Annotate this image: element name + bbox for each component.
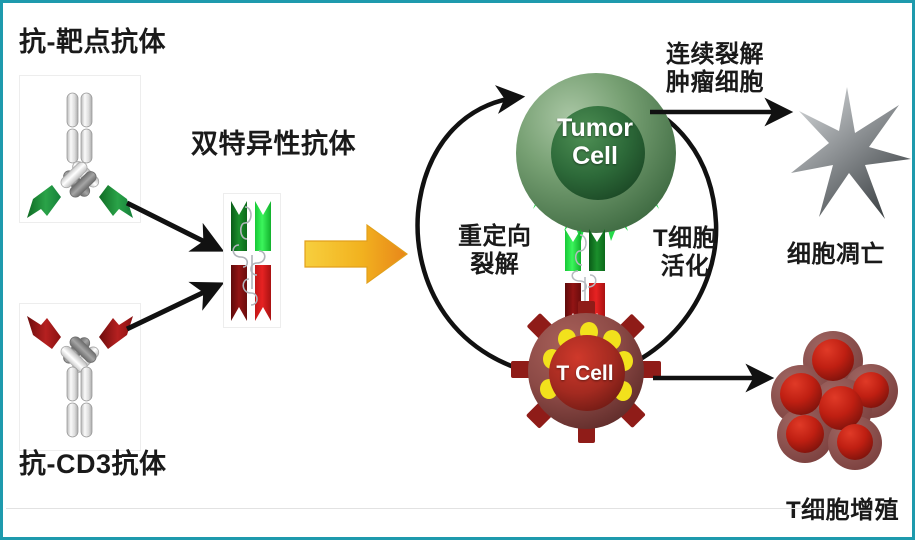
arrow-target-to-bispecific bbox=[125, 200, 225, 252]
tumor-nucleus bbox=[551, 106, 645, 200]
proliferating-cell-nuclei bbox=[780, 339, 889, 460]
antibody-cd3-binding-tips bbox=[27, 316, 133, 349]
tcell-activation-label: T细胞 活化 bbox=[653, 225, 718, 281]
bound-bispecific-antibody bbox=[565, 229, 605, 325]
t-cell-proliferation-label: T细胞增殖 bbox=[786, 497, 900, 524]
apoptotic-cell bbox=[791, 87, 911, 219]
antibody-fc-stem bbox=[66, 366, 93, 438]
bound-green-arm bbox=[565, 229, 605, 271]
antibody-target-binding-tips bbox=[27, 185, 133, 218]
redirected-lysis-label: 重定向 裂解 bbox=[458, 223, 532, 279]
bispecific-linker bbox=[232, 206, 266, 306]
anti-target-antibody bbox=[27, 92, 133, 218]
arrow-to-proliferation bbox=[653, 363, 775, 393]
bispecific-red-arm bbox=[231, 265, 271, 321]
anti-cd3-antibody-label: 抗-CD3抗体 bbox=[19, 449, 167, 479]
tcell-nucleus bbox=[549, 335, 625, 411]
bispecific-antibody bbox=[231, 201, 271, 321]
apoptosis-label: 细胞凋亡 bbox=[787, 241, 885, 268]
anti-target-antibody-label: 抗-靶点抗体 bbox=[19, 27, 166, 57]
bottom-divider bbox=[6, 508, 824, 509]
arrow-to-apoptosis bbox=[650, 97, 794, 127]
anti-cd3-antibody bbox=[27, 316, 133, 438]
process-arrow bbox=[304, 223, 409, 285]
bound-linker bbox=[571, 234, 597, 311]
bispecific-green-arm bbox=[231, 201, 271, 251]
arrow-cd3-to-bispecific bbox=[125, 281, 225, 332]
antibody-fc-stem bbox=[66, 92, 93, 164]
arc-redirected-lysis bbox=[415, 85, 561, 381]
tumor-cell bbox=[516, 73, 676, 241]
continuous-lysis-label: 连续裂解 肿瘤细胞 bbox=[666, 41, 764, 97]
bispecific-antibody-label: 双特异性抗体 bbox=[191, 129, 356, 159]
antibody-right-arm bbox=[60, 161, 97, 198]
t-cell-cluster bbox=[771, 331, 898, 470]
t-cell bbox=[511, 301, 661, 443]
